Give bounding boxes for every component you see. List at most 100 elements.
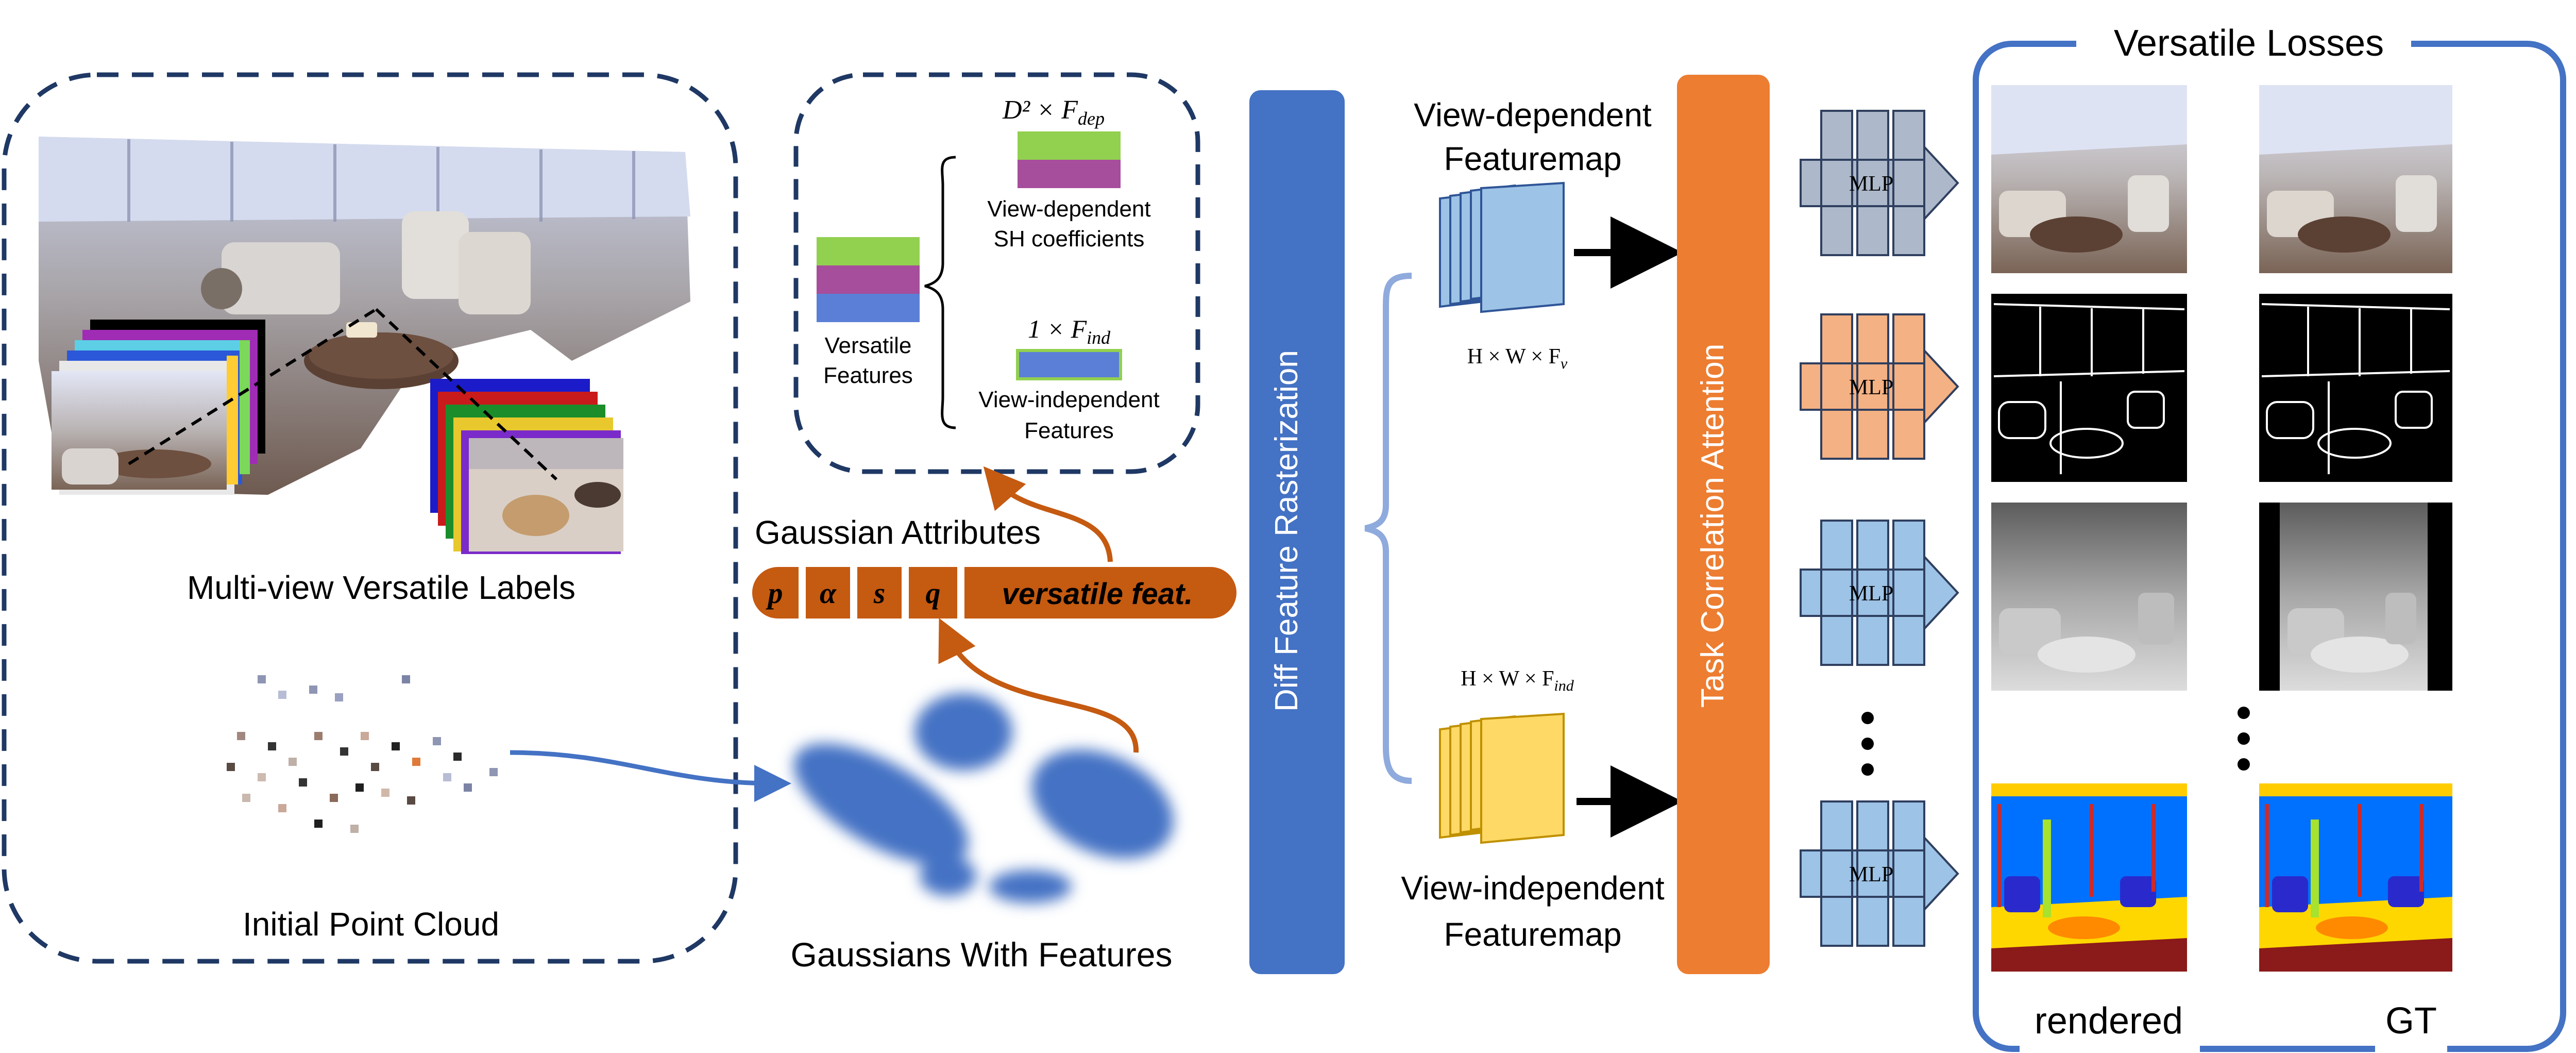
point-cloud-point bbox=[350, 825, 359, 833]
attr-scale: s bbox=[873, 576, 886, 610]
attr-rotation: q bbox=[926, 576, 941, 610]
point-cloud-point bbox=[335, 693, 343, 701]
rasterization-bar: Diff Feature Rasterization bbox=[1249, 90, 1345, 974]
point-cloud-point bbox=[340, 747, 348, 756]
gaussians-to-attributes-arrow bbox=[938, 618, 1139, 753]
gaussian-attributes-title: Gaussian Attributes bbox=[755, 514, 1041, 551]
point-cloud-point bbox=[381, 789, 389, 797]
point-cloud-point bbox=[433, 737, 441, 745]
dep-featuremap-title-2: Featuremap bbox=[1444, 140, 1621, 177]
dep-label-1: View-dependent bbox=[987, 196, 1150, 222]
label-stack-left bbox=[52, 320, 265, 495]
semantic-rendered bbox=[1991, 783, 2187, 972]
point-cloud-point bbox=[392, 742, 400, 750]
mlp-label: MLP bbox=[1849, 863, 1893, 887]
point-cloud-point bbox=[355, 783, 364, 792]
point-cloud-point bbox=[268, 742, 276, 750]
attention-label: Task Correlation Attention bbox=[1695, 344, 1731, 708]
point-cloud-arrow bbox=[510, 750, 791, 802]
rasterization-label: Diff Feature Rasterization bbox=[1269, 350, 1304, 712]
point-cloud-point bbox=[242, 794, 250, 802]
point-cloud-point bbox=[443, 773, 451, 781]
point-cloud-point bbox=[299, 778, 307, 787]
point-cloud-point bbox=[227, 763, 235, 771]
point-cloud-point bbox=[289, 758, 297, 766]
edge-gt bbox=[2259, 294, 2452, 482]
mlp-head: MLP bbox=[1800, 313, 1959, 460]
rgb-gt bbox=[2259, 85, 2452, 273]
attr-position: p bbox=[766, 576, 783, 610]
point-cloud bbox=[227, 675, 498, 833]
ind-feature-band bbox=[1016, 349, 1122, 380]
dep-featuremap-dims: H × W × Fv bbox=[1467, 345, 1568, 372]
gaussian-blobs bbox=[793, 693, 1174, 903]
ind-featuremap-title-2: Featuremap bbox=[1444, 916, 1621, 953]
depth-rendered bbox=[1991, 503, 2187, 691]
versatile-features-label-1: Versatile bbox=[825, 333, 912, 358]
point-cloud-point bbox=[314, 732, 323, 740]
gt-caption: GT bbox=[2385, 1000, 2437, 1042]
rgb-rendered bbox=[1991, 85, 2187, 273]
feature-band-green bbox=[817, 237, 920, 265]
feature-band-blue bbox=[817, 294, 920, 322]
losses-title: Versatile Losses bbox=[2114, 23, 2384, 64]
point-cloud-point bbox=[309, 686, 317, 694]
semantic-gt bbox=[2259, 783, 2452, 972]
gaussian-attribute-bar: p α s q versatile feat. bbox=[752, 567, 1236, 619]
mlp-head: MLP bbox=[1800, 800, 1959, 947]
point-cloud-point bbox=[371, 763, 379, 771]
feat-to-box-arrow bbox=[983, 466, 1113, 562]
ind-featuremap-dims: H × W × Find bbox=[1461, 667, 1574, 694]
point-cloud-point bbox=[258, 773, 266, 781]
mlp-label: MLP bbox=[1849, 582, 1893, 606]
point-cloud-point bbox=[237, 732, 245, 740]
versatile-feature-box: Versatile Features D² × Fdep View-depend… bbox=[793, 72, 1200, 474]
edge-rendered bbox=[1991, 294, 2187, 482]
versatile-features-label-2: Features bbox=[823, 363, 913, 388]
depth-gt bbox=[2259, 503, 2452, 691]
featuremap-bracket bbox=[1364, 273, 1412, 784]
point-cloud-point bbox=[258, 675, 266, 683]
multiview-labels-caption: Multi-view Versatile Labels bbox=[187, 569, 575, 606]
point-cloud-point bbox=[402, 675, 410, 683]
view-correspondence-lines bbox=[128, 308, 558, 481]
point-cloud-point bbox=[464, 783, 472, 792]
gaussians-caption: Gaussians With Features bbox=[791, 935, 1173, 974]
losses-panel bbox=[1973, 15, 2566, 1053]
attr-opacity: α bbox=[820, 576, 837, 610]
attr-versatile-feat: versatile feat. bbox=[1002, 577, 1193, 611]
ind-label-1: View-independent bbox=[978, 387, 1159, 412]
point-cloud-point bbox=[407, 796, 415, 805]
point-cloud-point bbox=[278, 691, 286, 699]
mlp-label: MLP bbox=[1849, 172, 1893, 196]
losses-ellipsis bbox=[2238, 707, 2250, 771]
ind-label-2: Features bbox=[1024, 418, 1114, 443]
mlp-label: MLP bbox=[1849, 376, 1893, 399]
sh-coeff-band-green bbox=[1018, 131, 1121, 160]
dep-dims-label: D² × Fdep bbox=[1002, 95, 1105, 129]
point-cloud-caption: Initial Point Cloud bbox=[243, 906, 499, 943]
ind-featuremap-title-1: View-independent bbox=[1401, 870, 1664, 907]
dep-featuremap-title-1: View-dependent bbox=[1414, 96, 1652, 133]
point-cloud-point bbox=[278, 804, 286, 812]
feature-brace bbox=[924, 156, 956, 429]
point-cloud-point bbox=[412, 758, 420, 766]
mlp-head: MLP bbox=[1800, 520, 1959, 666]
point-cloud-point bbox=[330, 794, 338, 802]
point-cloud-point bbox=[314, 820, 323, 828]
ind-dims-label: 1 × Find bbox=[1028, 314, 1111, 348]
rendered-caption: rendered bbox=[2035, 1000, 2183, 1042]
mlp-ellipsis bbox=[1861, 712, 1874, 776]
feature-band-magenta bbox=[817, 265, 920, 294]
point-cloud-point bbox=[361, 732, 369, 740]
mlp-heads: MLP MLP MLP MLP bbox=[1800, 110, 1959, 947]
dep-label-2: SH coefficients bbox=[994, 226, 1145, 252]
point-cloud-point bbox=[489, 768, 498, 776]
dep-featuremap-stack bbox=[1439, 181, 1565, 313]
attention-bar: Task Correlation Attention bbox=[1677, 75, 1770, 974]
ind-featuremap-stack bbox=[1439, 712, 1565, 844]
sh-coeff-band-magenta bbox=[1018, 160, 1121, 188]
label-stack-right bbox=[430, 379, 623, 554]
